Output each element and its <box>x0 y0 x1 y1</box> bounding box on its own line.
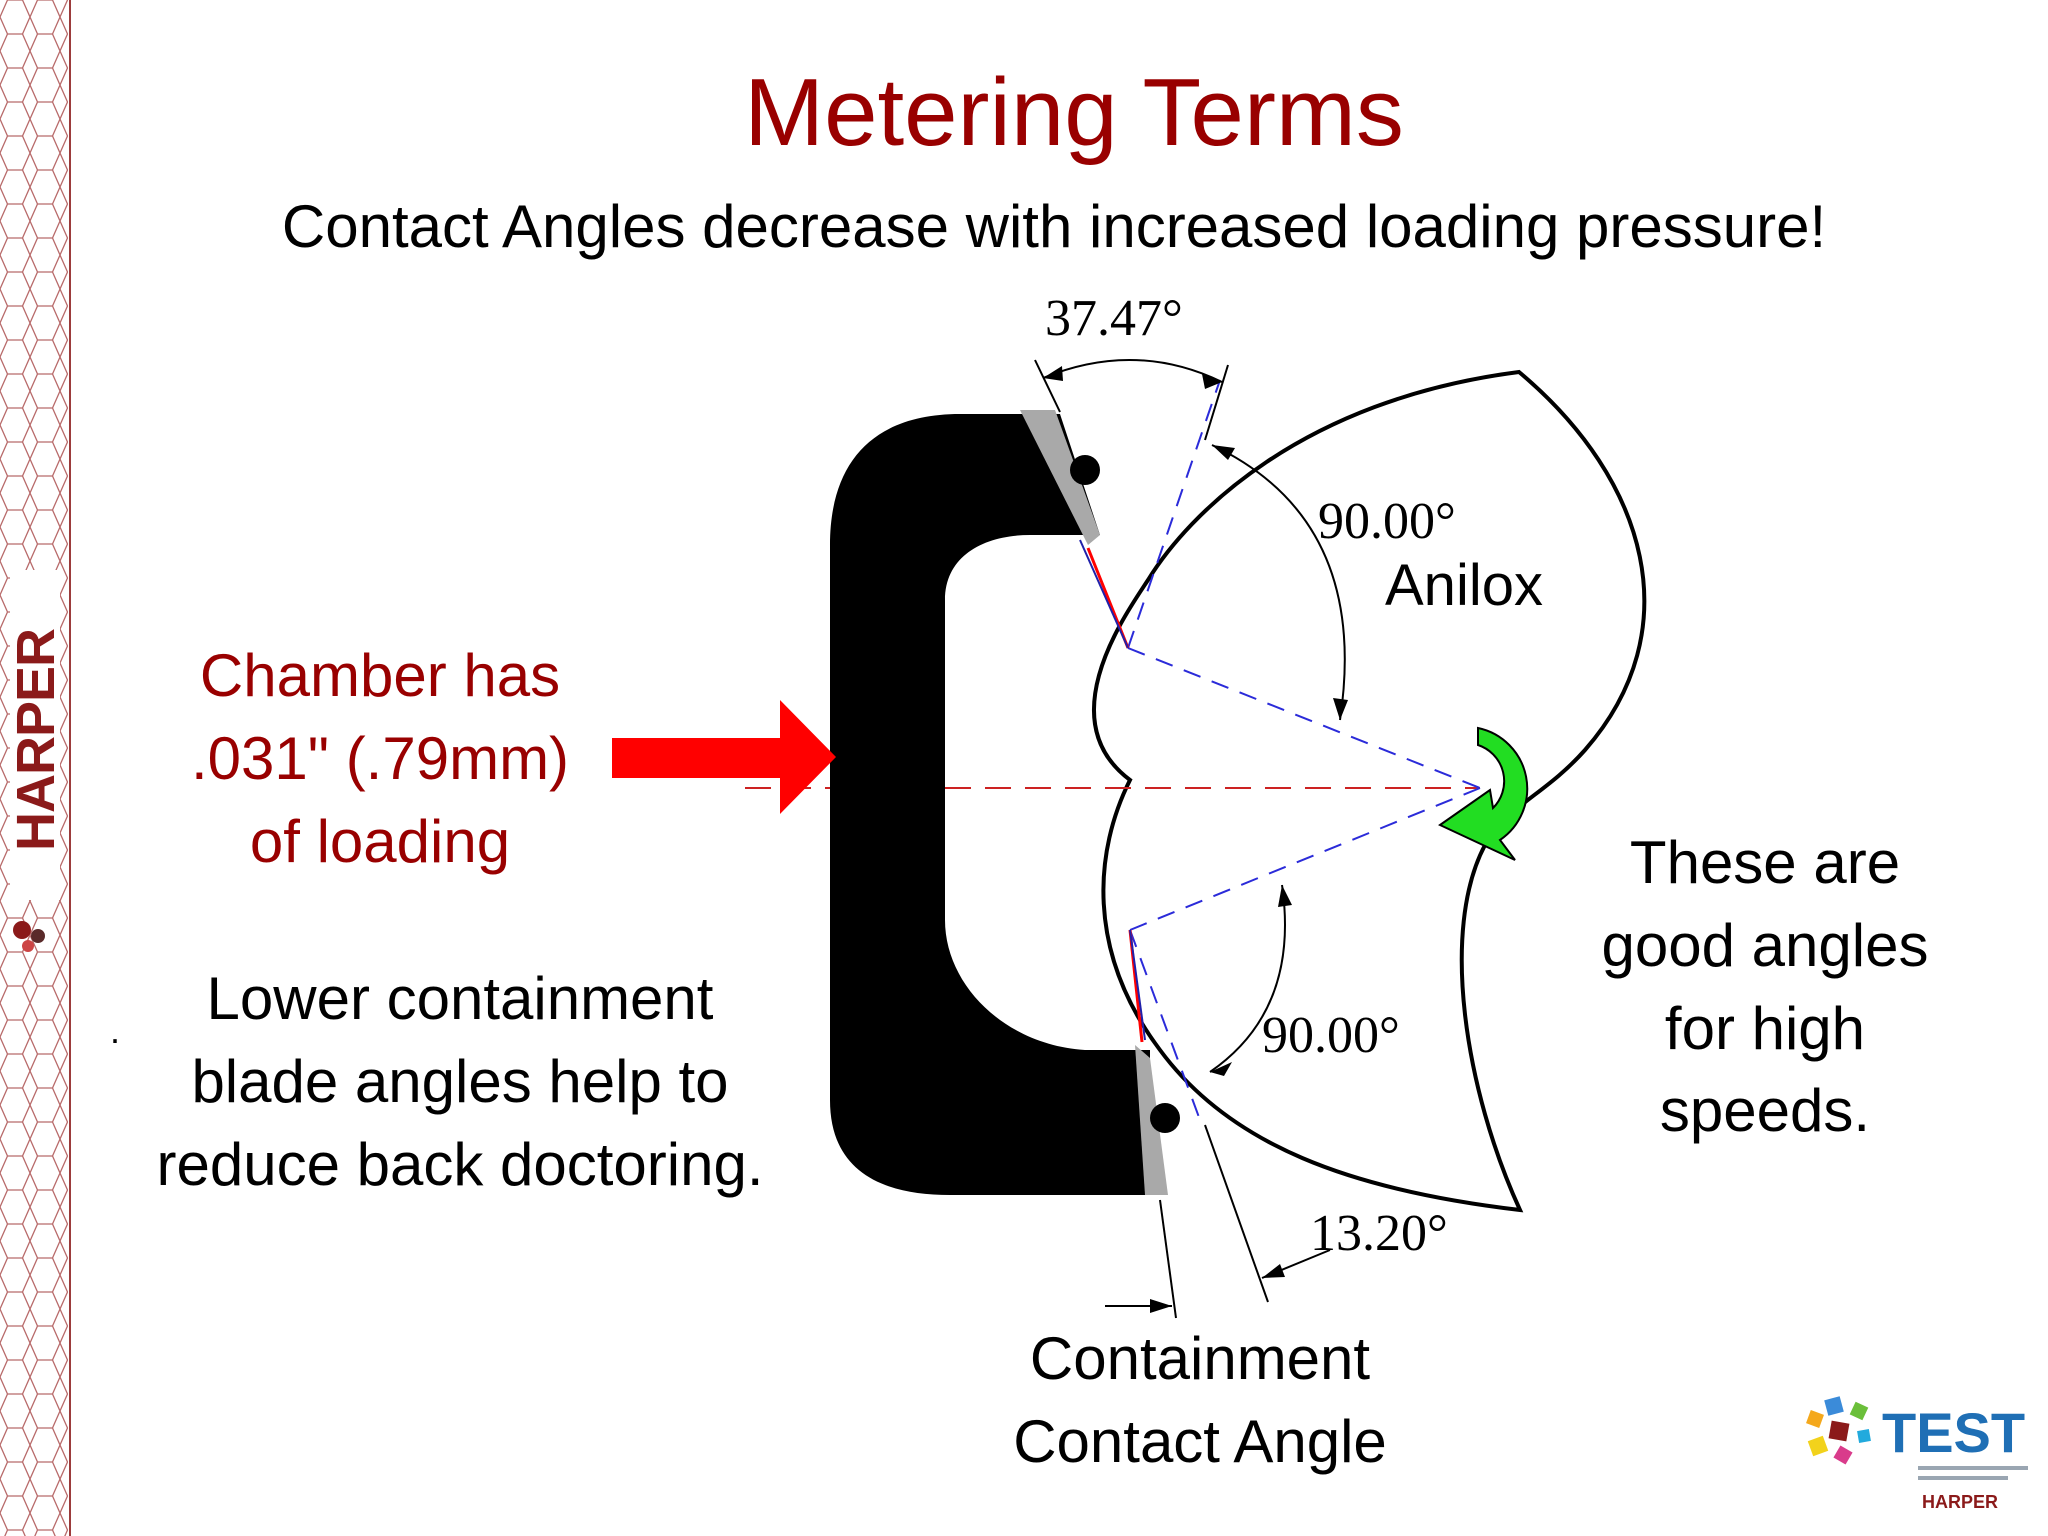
slide-title: Metering Terms <box>744 59 1404 166</box>
containment-angle-label: Containment Contact Angle <box>940 1318 1460 1484</box>
lower-blade-clamp <box>1150 1103 1180 1133</box>
tangent-upper <box>1127 379 1221 649</box>
lower-note-line: blade angles help to <box>191 1047 729 1115</box>
chamber-note-line: Chamber has <box>199 642 561 709</box>
chamber-note-line: of loading <box>249 807 511 875</box>
good-note-line: good angles <box>1601 911 1929 979</box>
angle-label-bottom: 13.20° <box>1310 1205 1448 1262</box>
harper-side-logo: HARPER <box>6 570 66 952</box>
angle-label-lower: 90.00° <box>1262 1007 1400 1064</box>
good-note-line: for high <box>1664 994 1866 1062</box>
bullet-dot: . <box>110 1010 121 1051</box>
lower-note-line: reduce back doctoring. <box>156 1130 764 1198</box>
radius-upper <box>1127 647 1481 789</box>
test-logo-text: TEST <box>1882 1401 2025 1464</box>
containment-line: Containment <box>1029 1325 1371 1392</box>
angle-label-top: 37.47° <box>1045 290 1183 347</box>
test-logo: TEST HARPER <box>1800 1390 2040 1520</box>
good-note-line: speeds. <box>1659 1077 1871 1145</box>
lower-containment-note: Lower containment blade angles help to r… <box>100 958 820 1206</box>
chamber-note: Chamber has .031" (.79mm) of loading <box>145 635 615 883</box>
good-angles-note: These are good angles for high speeds. <box>1560 822 1970 1153</box>
anilox-label: Anilox <box>1385 553 1543 618</box>
harper-side-logo-text: HARPER <box>6 629 66 851</box>
slide-subtitle: Contact Angles decrease with increased l… <box>281 193 1827 260</box>
test-logo-sub: HARPER <box>1922 1492 1998 1512</box>
anilox-outline <box>1092 369 1647 1213</box>
upper-blade <box>1020 410 1100 545</box>
chamber-body <box>830 414 1150 1195</box>
chamber-note-line: .031" (.79mm) <box>190 724 570 792</box>
angle-label-upper: 90.00° <box>1318 493 1456 550</box>
rotation-arrow <box>1438 726 1529 861</box>
loading-arrow <box>612 700 836 814</box>
radius-lower <box>1129 787 1481 931</box>
upper-blade-clamp <box>1070 455 1100 485</box>
lower-note-line: Lower containment <box>206 965 714 1032</box>
containment-line: Contact Angle <box>1013 1407 1387 1475</box>
good-note-line: These are <box>1629 829 1901 896</box>
tangent-lower <box>1129 929 1201 1121</box>
